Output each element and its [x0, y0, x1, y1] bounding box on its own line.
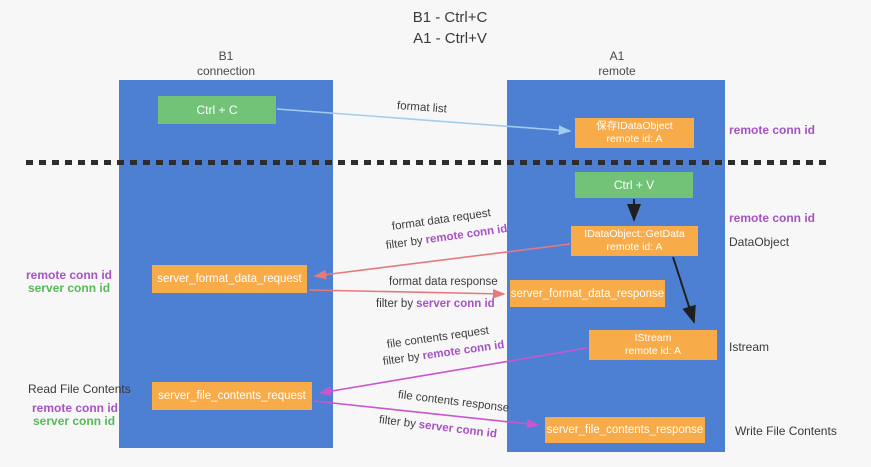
istream-line2: remote id: A	[624, 345, 682, 357]
remote-conn-id-annotation-mid: remote conn id	[729, 211, 816, 225]
save-idataobject-line2: remote id: A	[606, 133, 663, 145]
server-file-contents-request-box: server_file_contents_request	[152, 382, 312, 410]
server-conn-id-text: server conn id	[416, 298, 495, 310]
dataobject-annotation: DataObject	[729, 235, 790, 249]
filter-by-text: filter by	[385, 234, 424, 252]
filter-by-text: filter by	[376, 298, 414, 310]
getdata-line2: remote id: A	[606, 241, 663, 253]
save-idataobject-box: 保存IDataObject remote id: A	[575, 118, 694, 148]
istream-annotation: Istream	[729, 340, 770, 354]
ctrl-c-box: Ctrl + C	[158, 96, 276, 124]
idataobject-getdata-box: IDataObject::GetData remote id: A	[571, 226, 698, 256]
title-line-1: B1 - Ctrl+C	[412, 9, 488, 26]
format-data-response-label: format data response	[389, 276, 498, 288]
getdata-line1: IDataObject::GetData	[584, 228, 685, 240]
server-format-data-response-label: server_format_data_response	[510, 287, 665, 300]
server-conn-id-annotation-left1: server conn id	[28, 281, 111, 295]
istream-box: IStream remote id: A	[589, 330, 717, 360]
column-b1-name: B1	[218, 49, 234, 63]
format-list-label: format list	[396, 100, 448, 116]
remote-conn-id-annotation-top: remote conn id	[729, 123, 816, 137]
server-format-data-request-box: server_format_data_request	[152, 265, 307, 293]
server-file-contents-response-box: server_file_contents_response	[545, 417, 705, 443]
column-a1-name: A1	[609, 49, 625, 63]
server-conn-id-text: server conn id	[418, 418, 498, 441]
column-header-a1: A1 remote	[547, 49, 687, 79]
column-a1-subtitle: remote	[598, 64, 636, 78]
save-idataobject-line1: 保存IDataObject	[596, 120, 673, 132]
filter-by-text: filter by	[382, 350, 421, 368]
page-title: B1 - Ctrl+C A1 - Ctrl+V	[330, 7, 570, 49]
filter-by-text: filter by	[378, 414, 417, 431]
session-separator-dashed-line	[26, 160, 830, 165]
format-data-response-arrow	[308, 288, 506, 299]
ctrl-c-label: Ctrl + C	[196, 103, 238, 117]
remote-conn-id-annotation-left2: remote conn id	[32, 401, 119, 415]
remote-conn-id-annotation-left1: remote conn id	[26, 268, 113, 282]
read-file-contents-annotation: Read File Contents	[28, 382, 131, 396]
server-format-data-request-label: server_format_data_request	[157, 273, 302, 285]
column-header-b1: B1 connection	[156, 49, 296, 79]
ctrl-v-box: Ctrl + V	[575, 172, 693, 198]
write-file-contents-annotation: Write File Contents	[735, 424, 837, 438]
server-file-contents-request-label: server_file_contents_request	[158, 390, 306, 402]
server-format-data-response-box: server_format_data_response	[510, 280, 665, 307]
ctrl-v-label: Ctrl + V	[613, 178, 655, 192]
server-file-contents-response-label: server_file_contents_response	[546, 424, 704, 436]
column-b1-subtitle: connection	[196, 64, 256, 78]
istream-line1: IStream	[634, 332, 672, 344]
title-line-2: A1 - Ctrl+V	[413, 30, 487, 47]
file-contents-response-label: file contents response	[397, 389, 510, 415]
server-conn-id-annotation-left2: server conn id	[33, 414, 116, 428]
